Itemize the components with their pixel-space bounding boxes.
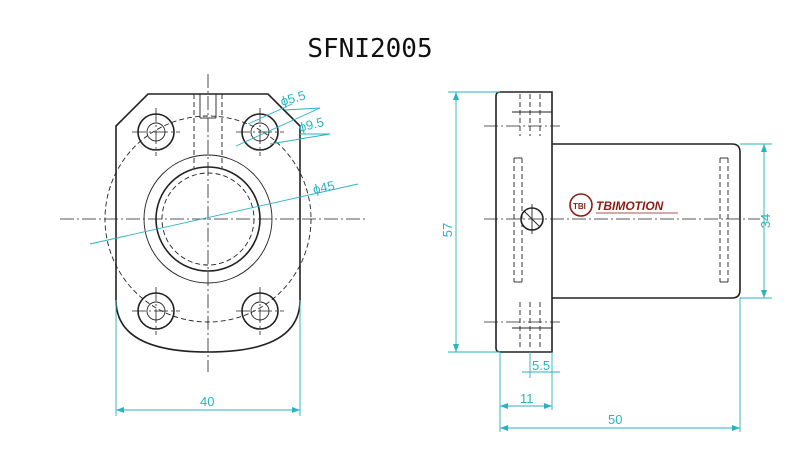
thread-circle [161, 172, 255, 266]
drawing-title: SFNI2005 [0, 34, 800, 64]
tbi-logo-mark [569, 193, 593, 217]
front-width-dim: 40 [200, 394, 214, 409]
mounting-hole-top-left [132, 108, 180, 156]
hole-small-dim: ϕ5.5 [279, 87, 308, 108]
flange-height-dim: 57 [440, 223, 455, 237]
flange-offset-dim: 5.5 [532, 358, 550, 373]
nut-body-circle [143, 154, 273, 284]
side-view: TBI TBIMOTION [484, 91, 760, 353]
hole-counterbore-dim: ϕ9.5 [297, 114, 325, 135]
total-length-dim: 50 [608, 412, 622, 427]
nut-bore [155, 166, 261, 272]
mounting-hole-bottom-right [236, 287, 284, 335]
flange-outline [115, 93, 301, 353]
title-text: SFNI2005 [307, 34, 433, 64]
tbi-logo-mark-text: TBI [573, 202, 586, 211]
front-dimensions: ϕ5.5 ϕ9.5 ϕ45 40 [89, 87, 359, 416]
mounting-hole-top-right [236, 108, 284, 156]
bolt-circle-dim-line [89, 183, 359, 245]
body-diameter-dim: 34 [758, 214, 773, 228]
flange-thickness-dim: 11 [520, 391, 534, 406]
tbi-logo: TBI TBIMOTION [569, 193, 678, 217]
tbi-logo-brand: TBIMOTION [596, 199, 664, 213]
side-flange [495, 91, 553, 353]
front-view [60, 74, 368, 372]
side-dimensions: 57 34 5.5 11 50 [440, 91, 773, 432]
side-body [552, 143, 741, 299]
bolt-circle [104, 115, 312, 323]
mounting-hole-bottom-left [132, 287, 180, 335]
bolt-circle-dim: ϕ45 [312, 178, 336, 197]
